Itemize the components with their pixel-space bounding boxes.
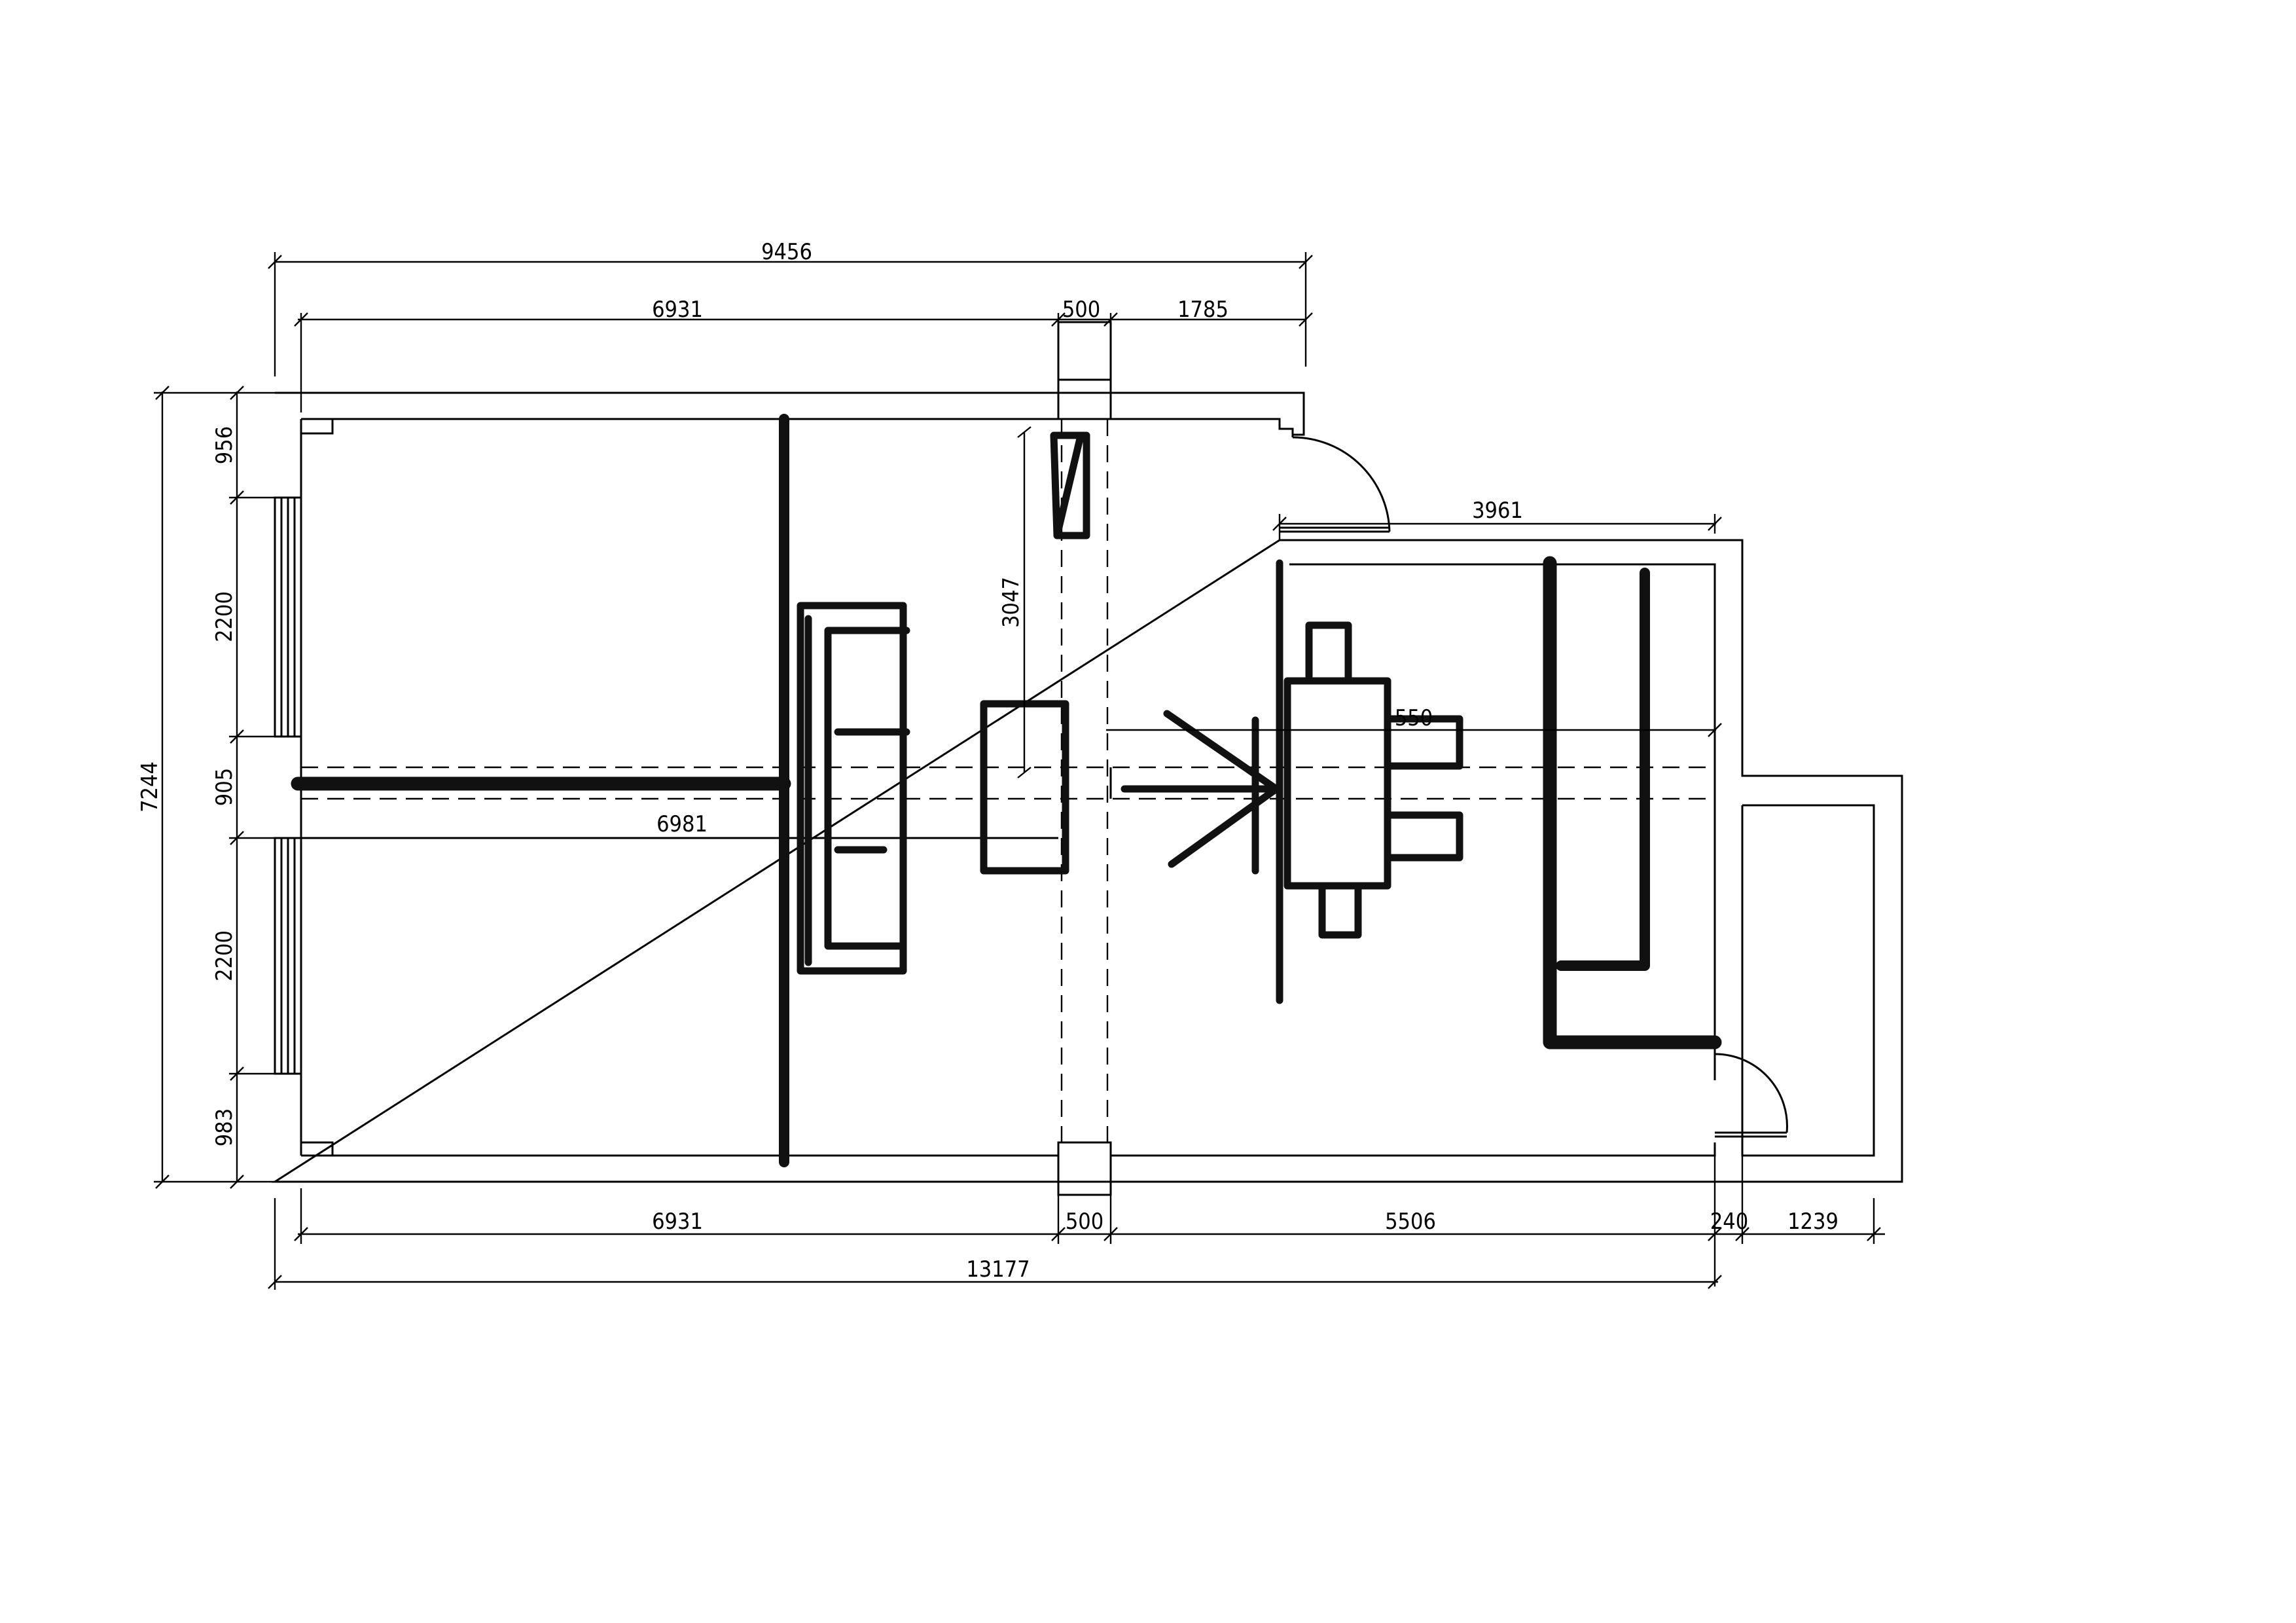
dining-table-sketch [1251, 621, 1463, 939]
dim-left-window-upper: 2200 [211, 591, 238, 642]
corner-notch-bl [301, 1141, 334, 1156]
kitchen-counter-inner [1556, 568, 1650, 971]
door-balcony [1714, 1053, 1788, 1138]
dim-bottom-overall: 13177 [966, 1256, 1030, 1283]
dim-bottom-column: 500 [1066, 1209, 1103, 1235]
dim-dining-width: 3961 [1472, 498, 1523, 524]
column-top [1057, 321, 1112, 1142]
dim-top-column: 500 [1062, 297, 1100, 323]
dim-inner-horizontal: 6981 [656, 811, 708, 837]
coffee-table-sketch [980, 700, 1069, 875]
furniture-sketch [291, 414, 1722, 1167]
dim-top-overall: 9456 [761, 239, 812, 265]
dim-top-left: 6931 [652, 297, 703, 323]
kitchen-counter-sketch [1543, 556, 1722, 1049]
window-upper [274, 496, 302, 738]
dim-left-top: 956 [211, 426, 238, 464]
column-bottom [1057, 1141, 1112, 1196]
corner-notch-tl [301, 419, 334, 435]
dim-inner-vertical: 3047 [998, 577, 1024, 628]
dim-bottom-right: 1239 [1787, 1209, 1839, 1235]
dim-bottom-left: 6931 [652, 1209, 703, 1235]
dim-bottom-wall: 240 [1710, 1209, 1748, 1235]
sofa-sketch [797, 602, 910, 975]
dimension-labels: 9456 6931 500 1785 7244 956 2200 905 220… [137, 239, 1839, 1283]
dim-left-bottom: 983 [211, 1108, 238, 1146]
cabinet-sketch [1050, 431, 1090, 539]
dim-left-window-lower: 2200 [211, 930, 238, 981]
dim-table-offset: 550 [1395, 705, 1433, 731]
dim-top-right: 1785 [1177, 297, 1229, 323]
dim-left-overall: 7244 [137, 761, 163, 812]
dimension-lines [154, 252, 1885, 1290]
door-top [1280, 436, 1391, 533]
inner-wall-dining [1289, 563, 1716, 1080]
window-lower [274, 837, 302, 1075]
dim-bottom-middle: 5506 [1385, 1209, 1436, 1235]
dim-left-center: 905 [211, 768, 238, 806]
balcony-wall [1741, 804, 1875, 1157]
